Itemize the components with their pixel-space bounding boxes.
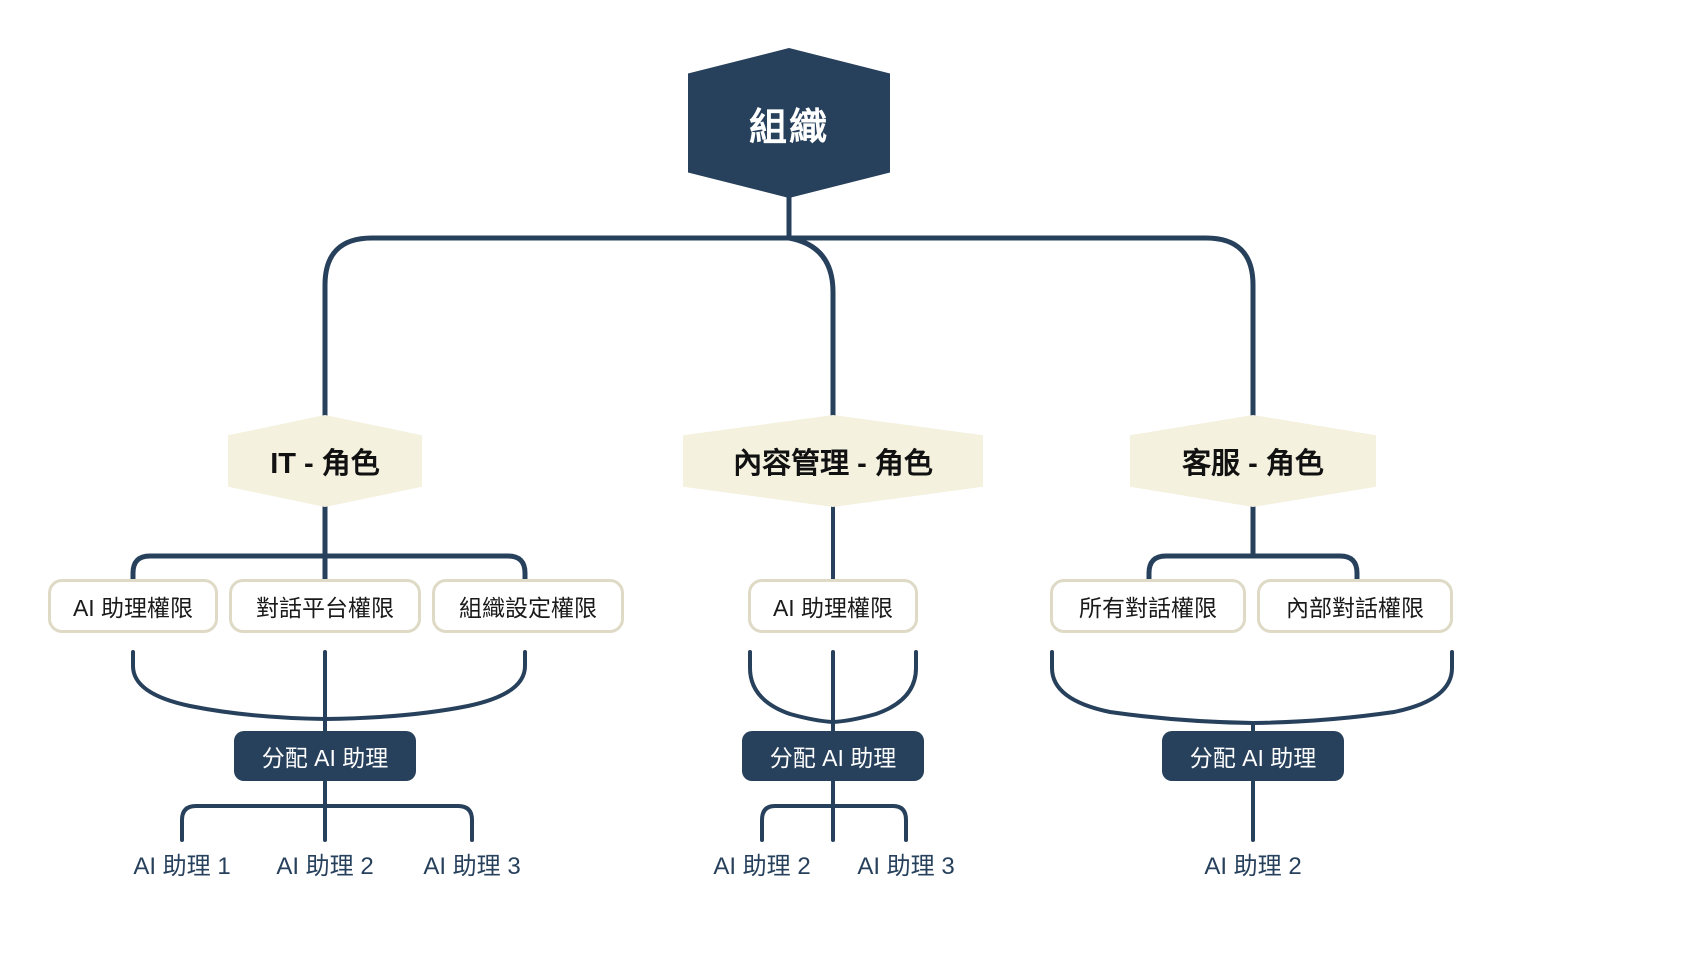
assistant-label: AI 助理 3 <box>857 852 955 880</box>
leaf-assistant-it-3[interactable]: AI 助理 3 <box>402 846 542 880</box>
permission-label: AI 助理權限 <box>772 595 894 621</box>
edge-perm-support-2-to-assign <box>1251 650 1454 725</box>
assistant-label: AI 助理 1 <box>133 852 231 880</box>
role-it-label: IT - 角色 <box>270 448 380 480</box>
leaf-assistant-content-1[interactable]: AI 助理 2 <box>692 846 832 880</box>
assistant-label: AI 助理 2 <box>713 852 811 880</box>
assign-ai-assistant-button-content[interactable]: 分配 AI 助理 <box>742 731 924 781</box>
node-organization-root[interactable]: 組織 <box>688 48 890 198</box>
role-support-label: 客服 - 角色 <box>1182 448 1324 480</box>
edge-assign-it-to-asst-1 <box>180 804 327 842</box>
node-permission-content-ai-assistant[interactable]: AI 助理權限 <box>748 579 918 633</box>
edge-perm-it-3-to-assign <box>323 650 527 721</box>
assistant-label: AI 助理 3 <box>423 852 521 880</box>
edge-assign-content-to-asst-1 <box>760 804 835 842</box>
edge-assign-it-to-asst-3 <box>323 804 474 842</box>
assign-button-label: 分配 AI 助理 <box>769 745 897 771</box>
edge-perm-it-1-to-assign <box>131 650 327 721</box>
edge-assign-content-to-asst-2 <box>831 804 908 842</box>
assistant-label: AI 助理 2 <box>1204 852 1302 880</box>
node-permission-support-all-chats[interactable]: 所有對話權限 <box>1050 579 1246 633</box>
leaf-assistant-content-2[interactable]: AI 助理 3 <box>836 846 976 880</box>
node-role-content-management[interactable]: 內容管理 - 角色 <box>683 415 983 507</box>
permission-label: 所有對話權限 <box>1079 595 1217 621</box>
node-permission-it-org-settings[interactable]: 組織設定權限 <box>432 579 624 633</box>
node-permission-it-ai-assistant[interactable]: AI 助理權限 <box>48 579 218 633</box>
root-label: 組織 <box>748 106 829 149</box>
permission-label: AI 助理權限 <box>72 595 194 621</box>
permission-label: 內部對話權限 <box>1286 595 1424 621</box>
edge-root-to-role-content <box>786 235 836 421</box>
edge-perm-content-to-assign <box>748 650 835 724</box>
assign-button-label: 分配 AI 助理 <box>1189 745 1317 771</box>
edge-perm-support-1-to-assign <box>1050 650 1255 725</box>
permission-label: 對話平台權限 <box>256 595 394 621</box>
leaf-assistant-support-1[interactable]: AI 助理 2 <box>1183 846 1323 880</box>
permission-label: 組織設定權限 <box>459 595 597 621</box>
role-content-label: 內容管理 - 角色 <box>733 448 933 480</box>
leaf-assistant-it-1[interactable]: AI 助理 1 <box>112 846 252 880</box>
assign-ai-assistant-button-support[interactable]: 分配 AI 助理 <box>1162 731 1344 781</box>
leaf-assistant-it-2[interactable]: AI 助理 2 <box>255 846 395 880</box>
edge-root-to-role-support <box>786 235 1256 421</box>
edge-perm-content-to-assign-right <box>831 650 918 724</box>
edge-root-to-role-it <box>322 235 792 421</box>
node-permission-it-chat-platform[interactable]: 對話平台權限 <box>229 579 421 633</box>
node-role-it[interactable]: IT - 角色 <box>228 415 422 507</box>
node-permission-support-internal-chats[interactable]: 內部對話權限 <box>1257 579 1453 633</box>
assign-button-label: 分配 AI 助理 <box>261 745 389 771</box>
node-role-customer-service[interactable]: 客服 - 角色 <box>1130 415 1376 507</box>
assign-ai-assistant-button-it[interactable]: 分配 AI 助理 <box>234 731 416 781</box>
assistant-label: AI 助理 2 <box>276 852 374 880</box>
